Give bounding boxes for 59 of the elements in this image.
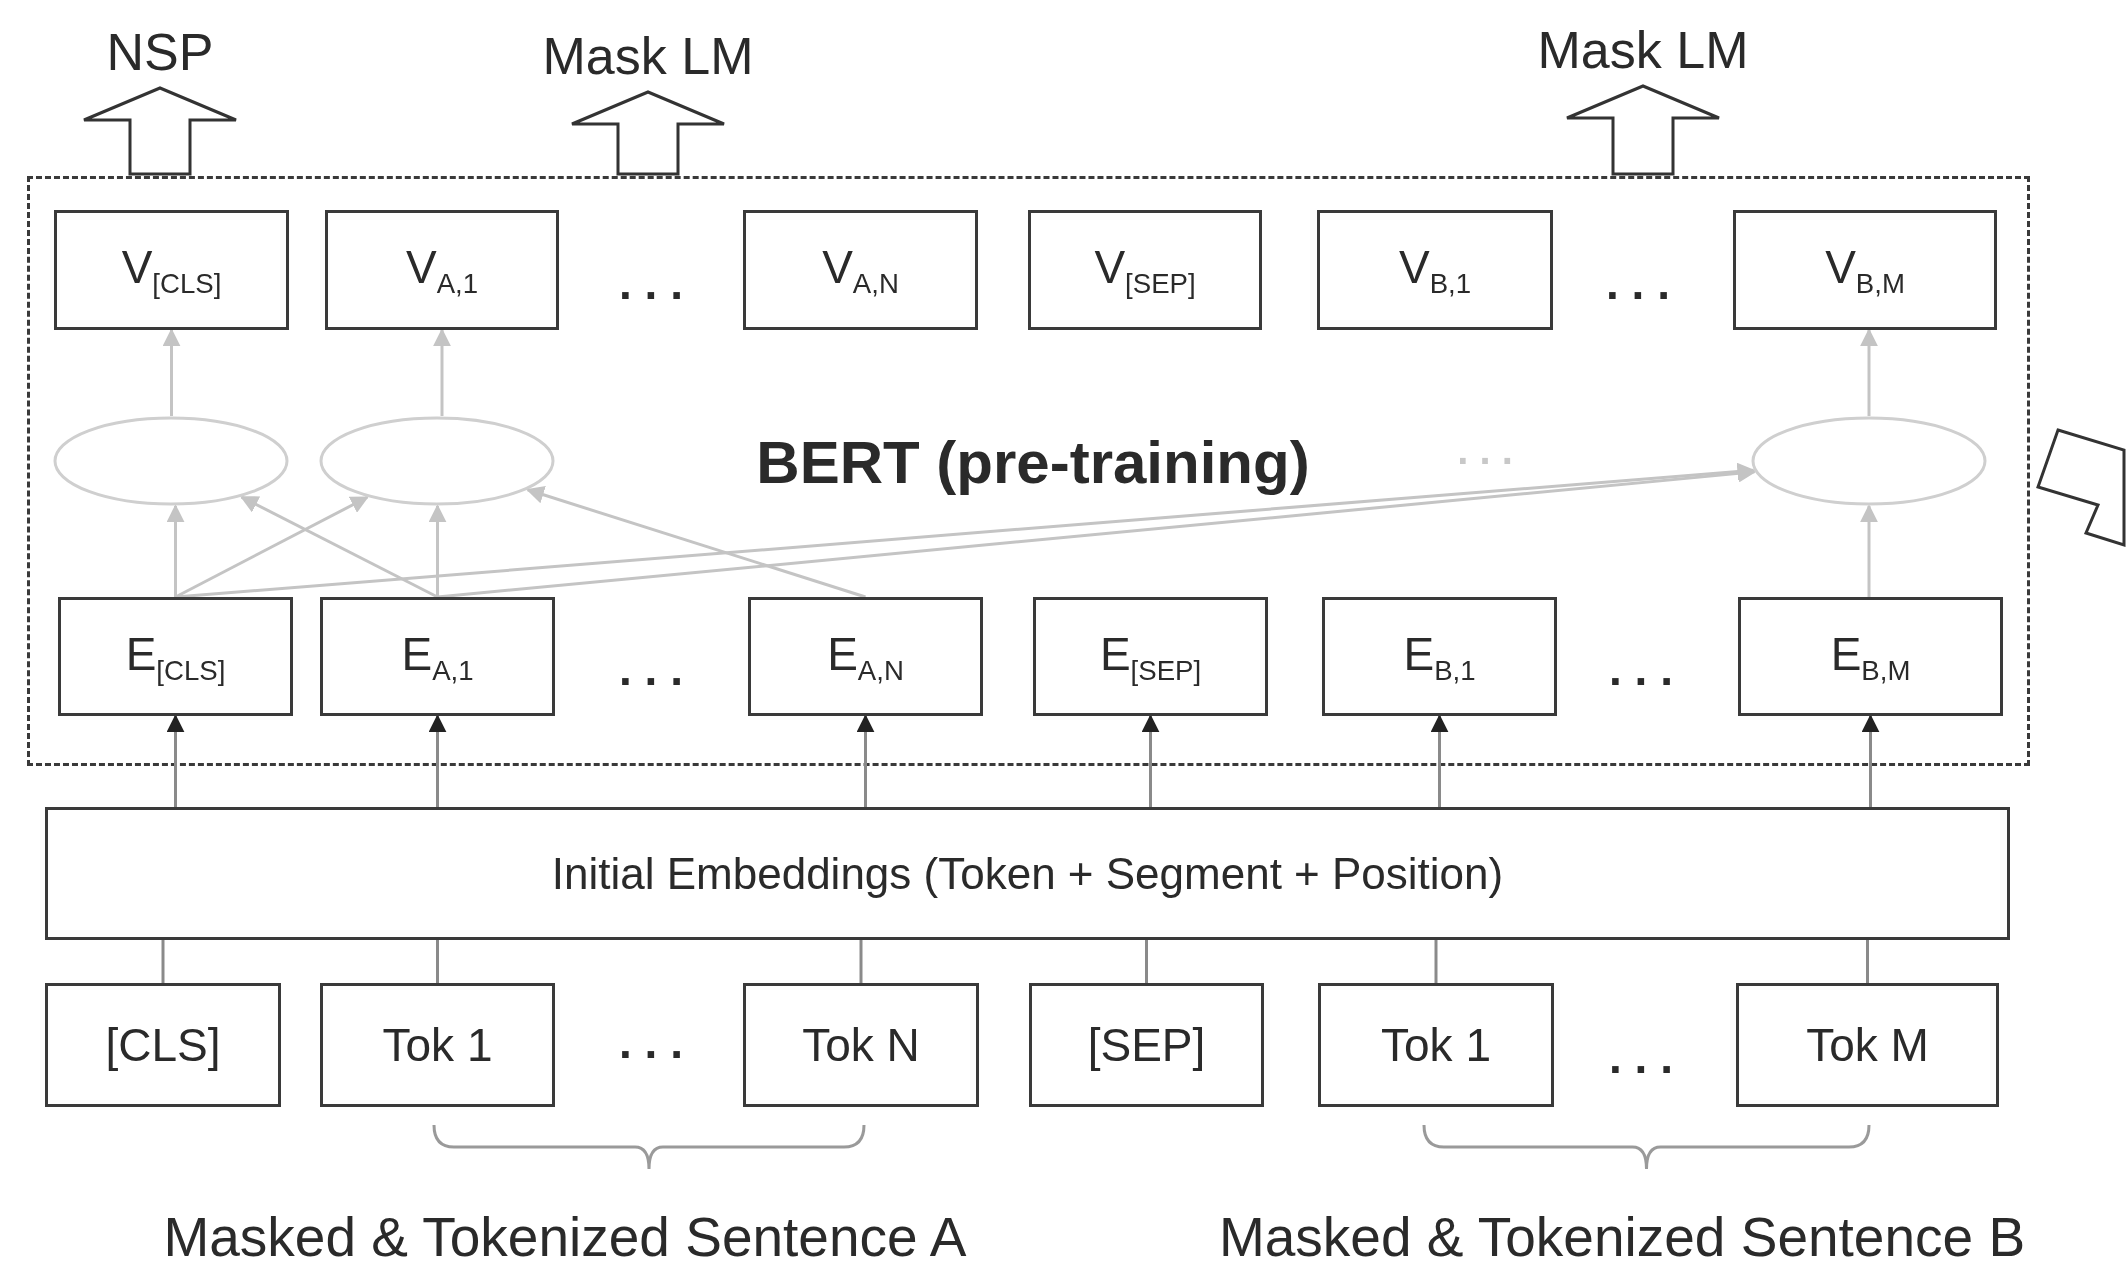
dashed-group-box [27, 176, 2030, 766]
token-box: Tok N [743, 983, 979, 1107]
arrow [433, 328, 451, 417]
embedding-layer-box: Initial Embeddings (Token + Segment + Position) [45, 807, 2010, 940]
arrow [856, 714, 875, 807]
hollow-up-arrow [570, 90, 726, 176]
ellipsis-dots: . . . [1605, 256, 1671, 310]
token-box: V$_{[SEP]}$ [1028, 210, 1262, 330]
arrow [526, 486, 866, 599]
ellipse [1751, 416, 1987, 506]
ellipse [53, 416, 289, 506]
token-box: E$_{B,M}$ [1738, 597, 2003, 716]
connector-line [1145, 940, 1148, 983]
connector-line [859, 940, 863, 983]
section-heading: BERT (pre-training) [755, 428, 1311, 497]
arrow [240, 495, 439, 599]
ellipsis-dots: . . . [618, 1015, 684, 1069]
token-box: [SEP] [1029, 983, 1264, 1107]
arrow [1861, 714, 1880, 807]
ellipsis-dots: . . . [1608, 642, 1674, 696]
arrow [166, 714, 185, 807]
connector-line [436, 940, 439, 983]
arrow [1860, 328, 1878, 416]
token-box: E$_{B,1}$ [1322, 597, 1557, 716]
output-label: Mask LM [500, 24, 796, 88]
arrow [1860, 504, 1878, 597]
token-box: E$_{[CLS]}$ [58, 597, 293, 716]
token-box: Tok 1 [320, 983, 555, 1107]
token-box: Tok 1 [1318, 983, 1554, 1107]
arrow [428, 714, 447, 807]
sentence-caption: Masked & Tokenized Sentence A [162, 1205, 968, 1269]
connector-line [1434, 940, 1438, 983]
hollow-up-arrow [1565, 84, 1721, 176]
ellipsis-dots: . . . [618, 642, 684, 696]
token-box: Tok M [1736, 983, 1999, 1107]
connector-line [1866, 940, 1869, 983]
ellipsis-dots: . . . [1456, 428, 1514, 473]
output-label: Mask LM [1495, 18, 1791, 82]
arrow [162, 328, 181, 416]
sentence-caption: Masked & Tokenized Sentence B [1217, 1205, 2027, 1269]
ellipsis-dots: . . . [618, 256, 684, 310]
connector-line [161, 940, 165, 983]
output-label: NSP [95, 20, 225, 84]
token-box: [CLS] [45, 983, 281, 1107]
token-box: V$_{A,1}$ [325, 210, 559, 330]
arrow [1430, 714, 1449, 807]
ellipse [319, 416, 555, 506]
arrow [1141, 714, 1160, 807]
token-box: V$_{A,N}$ [743, 210, 978, 330]
hollow-up-arrow [82, 86, 238, 176]
arrow [428, 504, 447, 597]
arrow [166, 504, 185, 597]
token-box: E$_{A,1}$ [320, 597, 555, 716]
token-box: E$_{[SEP]}$ [1033, 597, 1268, 716]
token-box: V$_{B,M}$ [1733, 210, 1997, 330]
token-box: V$_{[CLS]}$ [54, 210, 289, 330]
token-box: E$_{A,N}$ [748, 597, 983, 716]
ellipsis-dots: . . . [1608, 1030, 1674, 1084]
token-box: V$_{B,1}$ [1317, 210, 1553, 330]
